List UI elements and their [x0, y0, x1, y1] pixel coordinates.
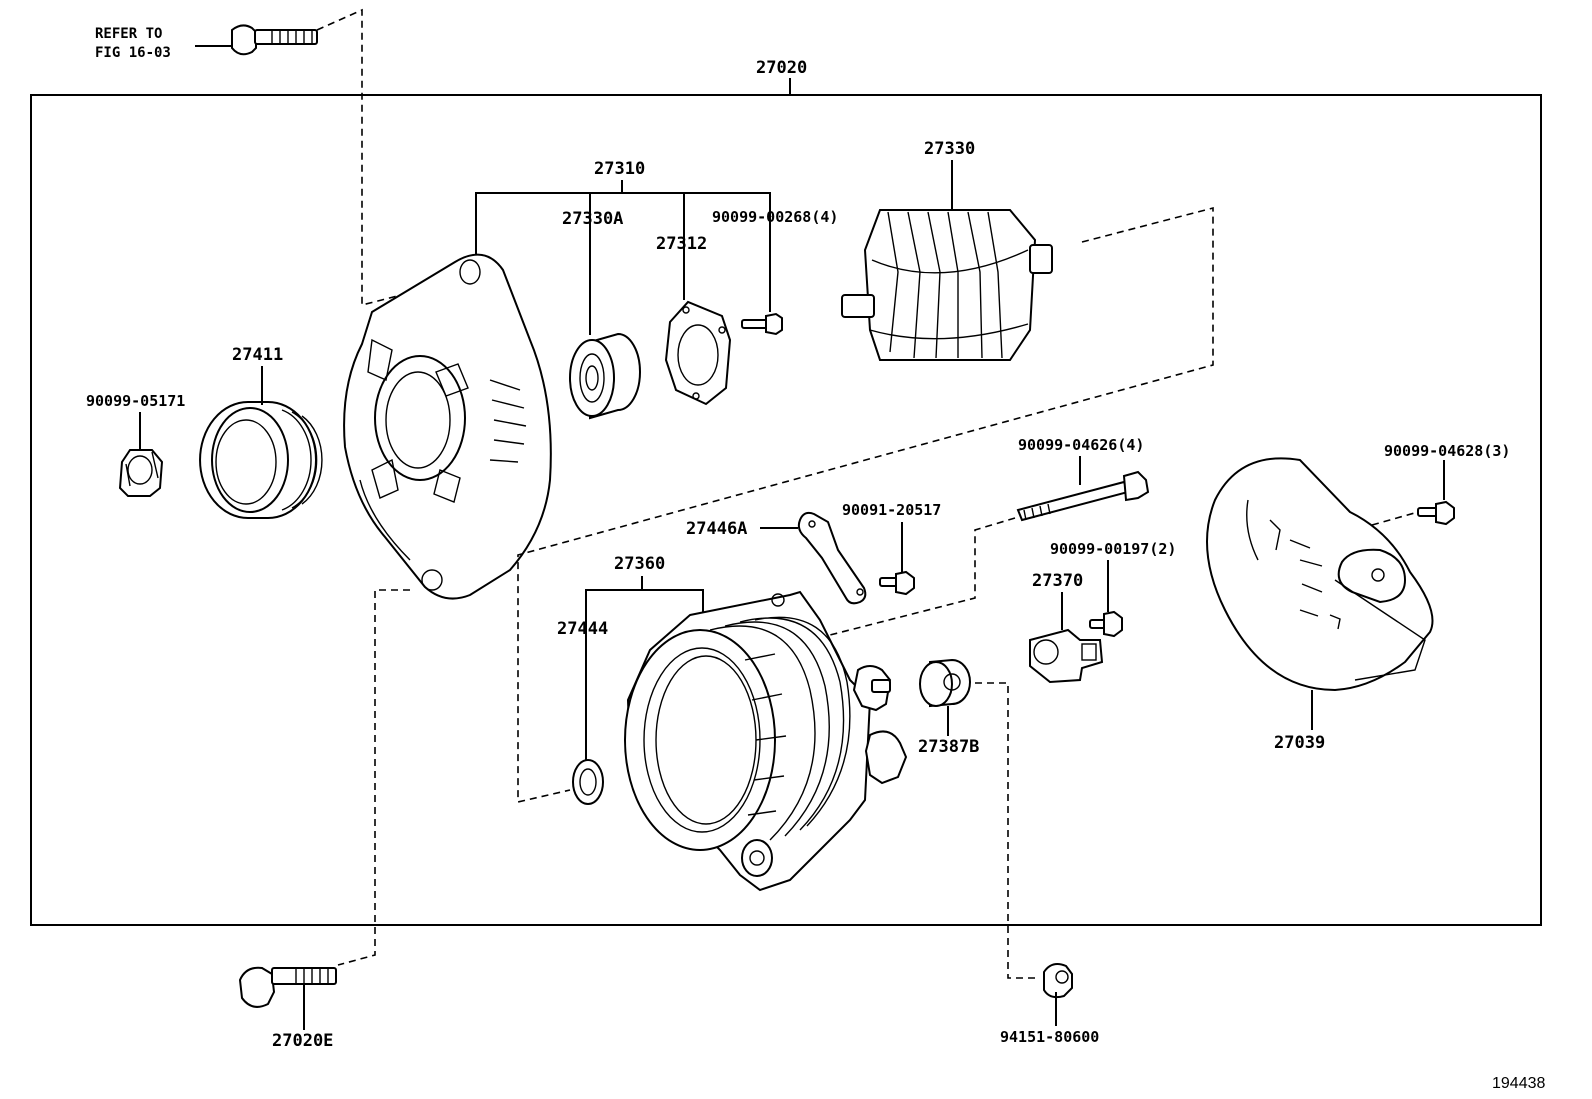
label-27020E: 27020E [272, 1031, 333, 1051]
assembly-label: 27020 [756, 58, 807, 78]
label-27446A: 27446A [686, 519, 747, 539]
label-90099-00268: 90099-00268(4) [712, 208, 838, 226]
rotor-dash-line [517, 206, 1214, 804]
pulley-icon [199, 401, 323, 519]
refer-bolt-icon [231, 24, 318, 56]
p27310-bracket [475, 180, 771, 335]
cover-bolt-icon [1417, 500, 1455, 526]
label-27330A: 27330A [562, 209, 623, 229]
rotor-icon [841, 209, 1053, 361]
mounting-bolt-icon [238, 966, 337, 1008]
retainer-plate-icon [664, 300, 732, 406]
brush-holder-icon [1029, 628, 1104, 684]
cover-bolt-dash-line [1371, 511, 1419, 526]
label-27444: 27444 [557, 619, 608, 639]
label-90099-05171: 90099-05171 [86, 392, 185, 410]
assembly-frame [30, 94, 1542, 926]
bracket-screw-icon [879, 570, 915, 596]
refer-fig-label: FIG 16-03 [95, 45, 171, 61]
p27360-bracket [585, 576, 704, 640]
label-90099-04628: 90099-04628(3) [1384, 442, 1510, 460]
refer-dash-line [316, 8, 461, 307]
label-90099-04626: 90099-04626(4) [1018, 436, 1144, 454]
bearing-icon [569, 332, 641, 420]
regulator-screw-icon [1089, 610, 1123, 638]
label-90091-20517: 90091-20517 [842, 501, 941, 519]
label-27330: 27330 [924, 139, 975, 159]
label-94151-80600: 94151-80600 [1000, 1028, 1099, 1046]
label-27387B: 27387B [918, 737, 979, 757]
frame-dash-line [337, 589, 410, 966]
label-27312: 27312 [656, 234, 707, 254]
screw-icon [741, 312, 783, 336]
nut-icon [118, 449, 164, 497]
image-id-label: 194438 [1492, 1075, 1545, 1092]
terminal-cap-dash-line [975, 682, 1040, 979]
drive-end-frame-icon [343, 253, 552, 600]
label-27310: 27310 [594, 159, 645, 179]
label-27370: 27370 [1032, 571, 1083, 591]
insulator-ring-icon [572, 759, 604, 805]
rear-cover-icon [1206, 457, 1434, 692]
terminal-nut-icon [1043, 963, 1073, 999]
terminal-cap-icon [919, 658, 971, 708]
stator-frame-icon [624, 590, 908, 892]
label-27039: 27039 [1274, 733, 1325, 753]
long-bolt-icon [1016, 470, 1150, 522]
refer-to-label: REFER TO [95, 26, 162, 42]
long-bolt-dash-line [829, 517, 1016, 636]
plate-bracket-icon [797, 511, 867, 605]
label-90099-00197: 90099-00197(2) [1050, 540, 1176, 558]
label-27360: 27360 [614, 554, 665, 574]
label-27411: 27411 [232, 345, 283, 365]
